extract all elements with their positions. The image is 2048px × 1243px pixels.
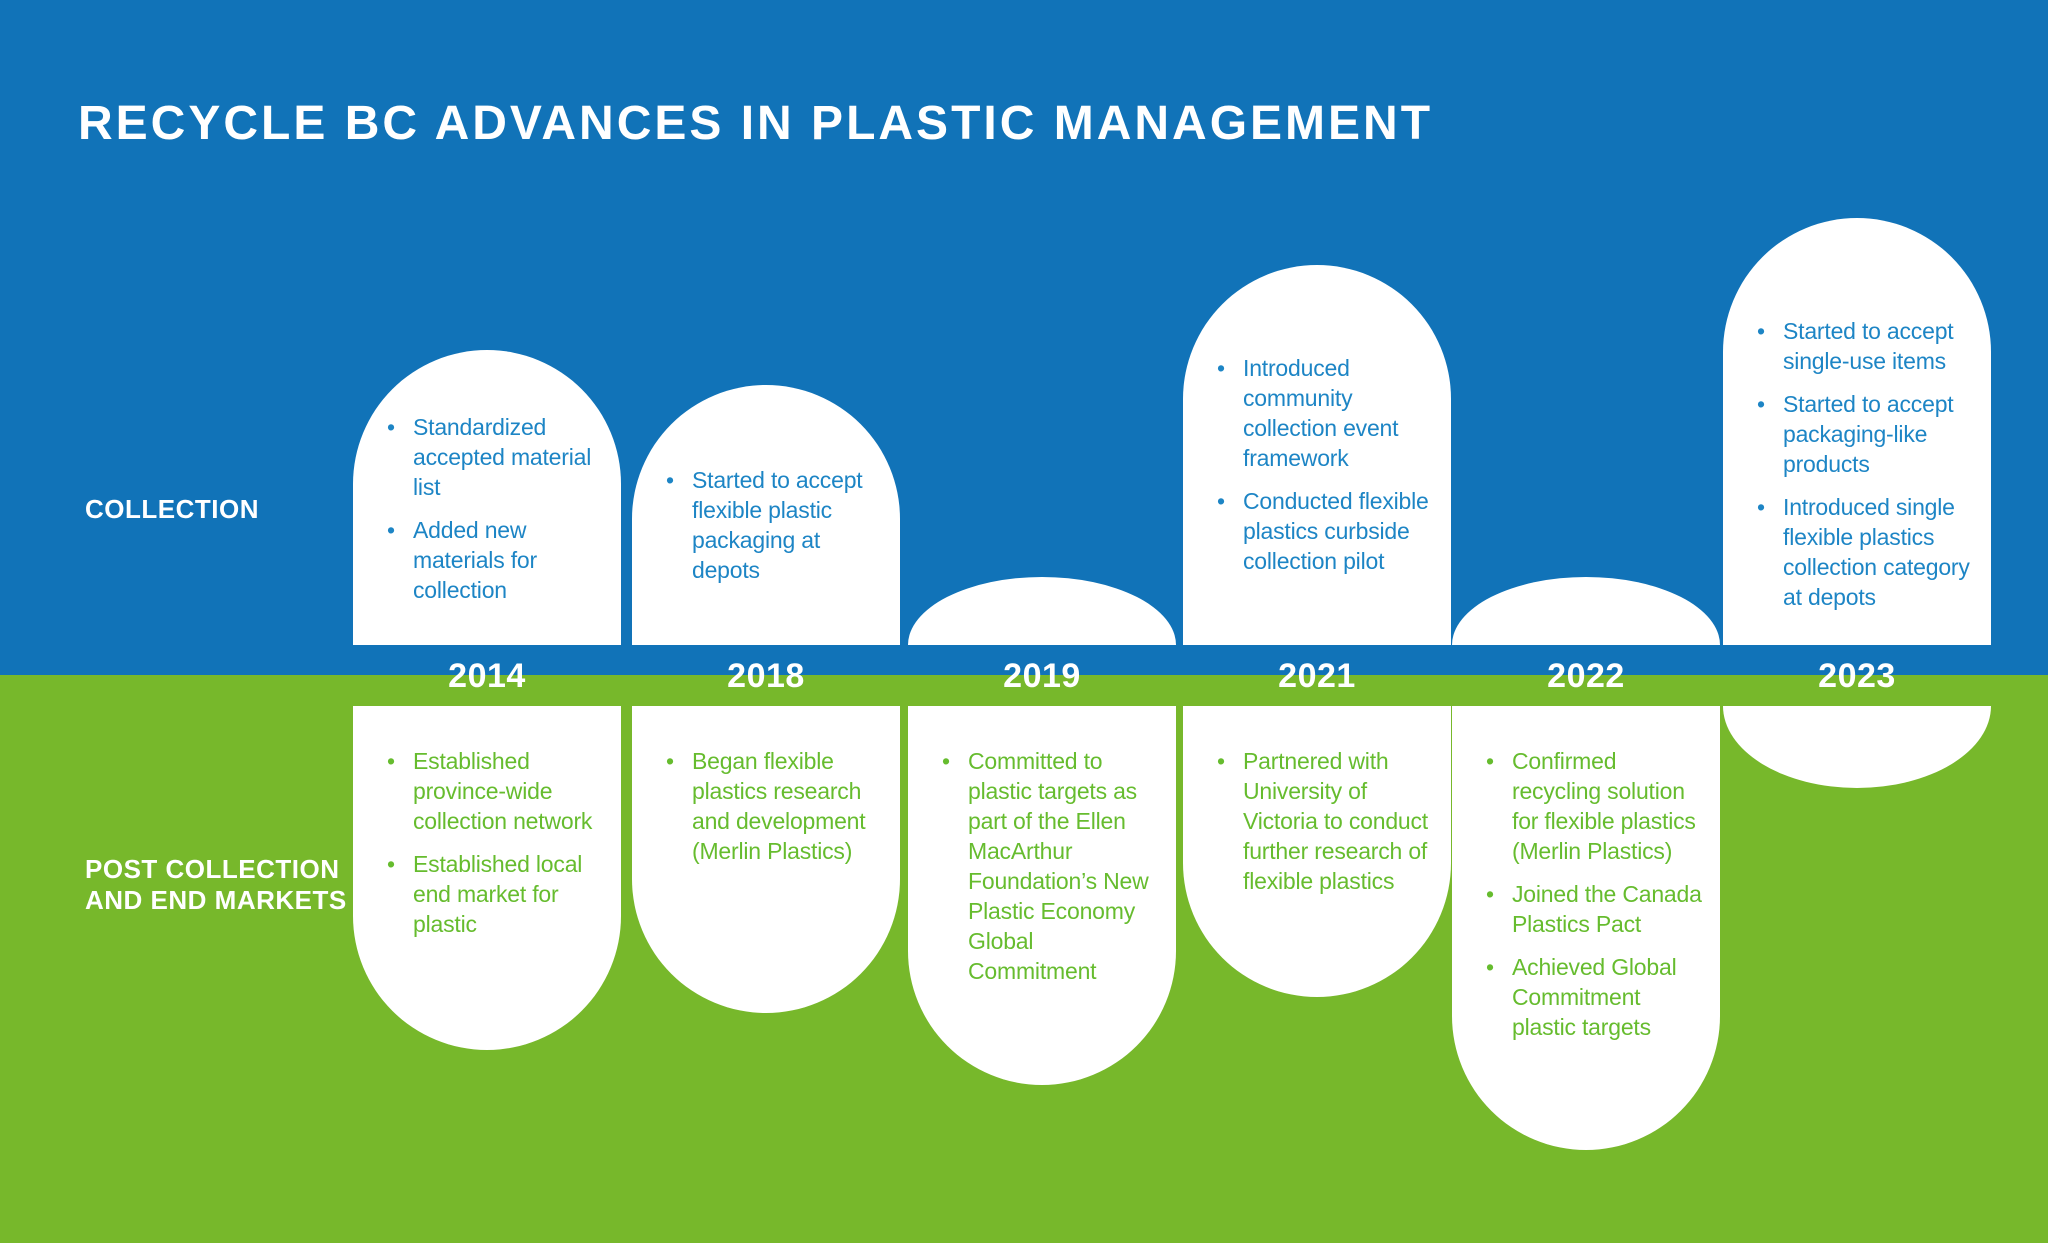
collection-bubble: Started to accept single-use itemsStarte…	[1723, 218, 1991, 645]
post-collection-list: Established province-wide collection net…	[353, 746, 621, 939]
post-collection-bubble: Partnered with University of Victoria to…	[1183, 706, 1451, 997]
post-collection-bubble: Began flexible plastics research and dev…	[632, 706, 900, 1013]
collection-list: Standardized accepted material listAdded…	[353, 412, 621, 605]
post-collection-bubble: Established province-wide collection net…	[353, 706, 621, 1050]
timeline-column-2018: Started to accept flexible plastic packa…	[632, 0, 900, 1243]
collection-dome	[908, 577, 1176, 645]
year-label: 2018	[727, 657, 805, 695]
bullet-item: Established province-wide collection net…	[383, 746, 611, 836]
timeline-column-2014: Standardized accepted material listAdded…	[353, 0, 621, 1243]
post-collection-dome	[1723, 706, 1991, 788]
year-label: 2021	[1278, 657, 1356, 695]
bullet-item: Conducted flexible plastics curbside col…	[1213, 486, 1441, 576]
bullet-item: Began flexible plastics research and dev…	[662, 746, 890, 866]
post-collection-list: Began flexible plastics research and dev…	[632, 746, 900, 866]
year-label: 2023	[1818, 657, 1896, 695]
bullet-item: Introduced community collection event fr…	[1213, 353, 1441, 473]
post-collection-bubble: Committed to plastic targets as part of …	[908, 706, 1176, 1085]
page-title: RECYCLE BC ADVANCES IN PLASTIC MANAGEMEN…	[78, 97, 1434, 150]
collection-band-background	[0, 0, 2048, 675]
bullet-item: Started to accept packaging-like product…	[1753, 389, 1981, 479]
timeline-column-2023: Started to accept single-use itemsStarte…	[1723, 0, 1991, 1243]
bullet-item: Achieved Global Commitment plastic targe…	[1482, 952, 1710, 1042]
timeline-column-2021: Introduced community collection event fr…	[1183, 0, 1451, 1243]
bullet-item: Joined the Canada Plastics Pact	[1482, 879, 1710, 939]
bullet-item: Committed to plastic targets as part of …	[938, 746, 1166, 986]
bullet-item: Standardized accepted material list	[383, 412, 611, 502]
year-label: 2022	[1547, 657, 1625, 695]
bullet-item: Started to accept single-use items	[1753, 316, 1981, 376]
collection-bubble: Introduced community collection event fr…	[1183, 265, 1451, 645]
collection-list: Started to accept single-use itemsStarte…	[1723, 316, 1991, 612]
post-collection-list: Committed to plastic targets as part of …	[908, 746, 1176, 986]
post-collection-list: Confirmed recycling solution for flexibl…	[1452, 746, 1720, 1042]
year-label: 2019	[1003, 657, 1081, 695]
collection-list: Started to accept flexible plastic packa…	[632, 465, 900, 585]
bullet-item: Added new materials for collection	[383, 515, 611, 605]
bullet-item: Confirmed recycling solution for flexibl…	[1482, 746, 1710, 866]
collection-bubble: Standardized accepted material listAdded…	[353, 350, 621, 645]
bullet-item: Started to accept flexible plastic packa…	[662, 465, 890, 585]
collection-dome	[1452, 577, 1720, 645]
post-collection-row-label: POST COLLECTION AND END MARKETS	[85, 854, 347, 915]
collection-bubble: Started to accept flexible plastic packa…	[632, 385, 900, 645]
post-collection-list: Partnered with University of Victoria to…	[1183, 746, 1451, 896]
timeline-column-2019: 2019 Committed to plastic targets as par…	[908, 0, 1176, 1243]
bullet-item: Established local end market for plastic	[383, 849, 611, 939]
post-collection-bubble: Confirmed recycling solution for flexibl…	[1452, 706, 1720, 1150]
year-label: 2014	[448, 657, 526, 695]
bullet-item: Introduced single flexible plastics coll…	[1753, 492, 1981, 612]
timeline-column-2022: 2022 Confirmed recycling solution for fl…	[1452, 0, 1720, 1243]
collection-list: Introduced community collection event fr…	[1183, 353, 1451, 576]
bullet-item: Partnered with University of Victoria to…	[1213, 746, 1441, 896]
collection-row-label: COLLECTION	[85, 494, 259, 524]
